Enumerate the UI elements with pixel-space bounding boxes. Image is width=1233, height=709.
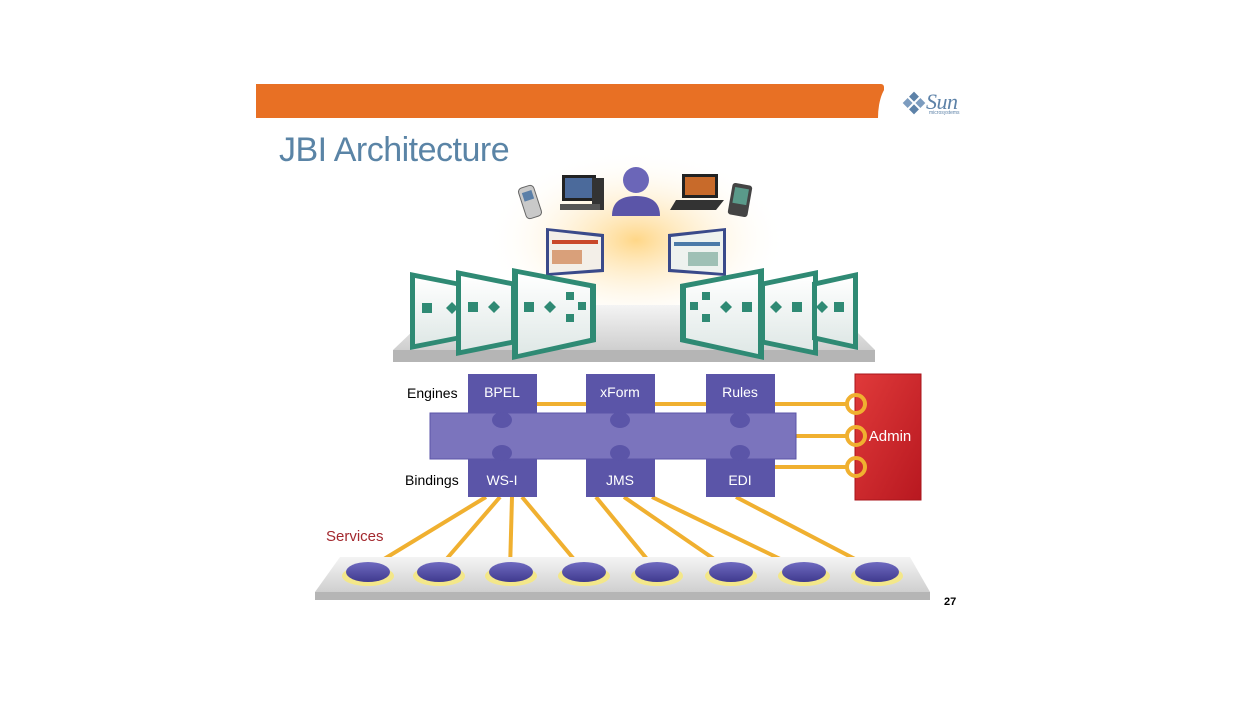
engine-label: xForm [600, 384, 640, 400]
service-disc [485, 562, 537, 586]
process-panel [456, 270, 516, 356]
process-panel [760, 270, 818, 356]
engine-bpel: BPEL [468, 374, 537, 428]
binding-pieces: WS-I JMS EDI [468, 445, 775, 497]
admin-rings [845, 393, 867, 478]
process-panels-left [410, 268, 596, 360]
browser-panel-left [546, 228, 604, 276]
process-panel [812, 272, 858, 350]
engine-rules: Rules [706, 374, 775, 428]
logo-wordmark: Sun [926, 89, 958, 114]
service-disc [342, 562, 394, 586]
binding-label: JMS [606, 472, 634, 488]
services-label: Services [326, 528, 384, 545]
page-number: 27 [944, 596, 957, 608]
engines-row-label: Engines [407, 385, 458, 401]
mobile-phone-icon [517, 184, 543, 220]
header-bar [256, 84, 884, 118]
binding-jms: JMS [586, 445, 655, 497]
service-disc [413, 562, 465, 586]
service-disc [558, 562, 610, 586]
service-discs [342, 562, 903, 586]
sun-logo: Sun microsystems [902, 88, 966, 120]
sun-diamond-icon [902, 91, 926, 115]
binding-ws-i: WS-I [468, 445, 537, 497]
header-bar-curve [878, 84, 892, 118]
engine-label: BPEL [484, 384, 520, 400]
pda-icon [727, 182, 753, 218]
service-disc [851, 562, 903, 586]
process-panels-right [680, 268, 858, 360]
admin-connectors [537, 402, 848, 469]
browser-panel-right [668, 228, 726, 276]
service-disc [778, 562, 830, 586]
service-disc [631, 562, 683, 586]
slide-title: JBI Architecture [279, 131, 510, 169]
admin-label: Admin [869, 428, 912, 445]
process-panel [680, 268, 764, 360]
process-panel [512, 268, 596, 360]
user-icon [612, 167, 660, 216]
binding-edi: EDI [706, 445, 775, 497]
logo-subtext: microsystems [929, 110, 960, 116]
desktop-computer-icon [560, 175, 604, 210]
binding-label: EDI [728, 472, 751, 488]
bindings-row-label: Bindings [405, 472, 459, 488]
laptop-icon [670, 174, 724, 210]
services-platform [315, 557, 930, 600]
binding-label: WS-I [486, 472, 517, 488]
engine-xform: xForm [586, 374, 655, 428]
engine-label: Rules [722, 384, 758, 400]
process-panel [410, 272, 460, 350]
service-disc [705, 562, 757, 586]
engine-pieces: BPEL xForm Rules [468, 374, 775, 428]
